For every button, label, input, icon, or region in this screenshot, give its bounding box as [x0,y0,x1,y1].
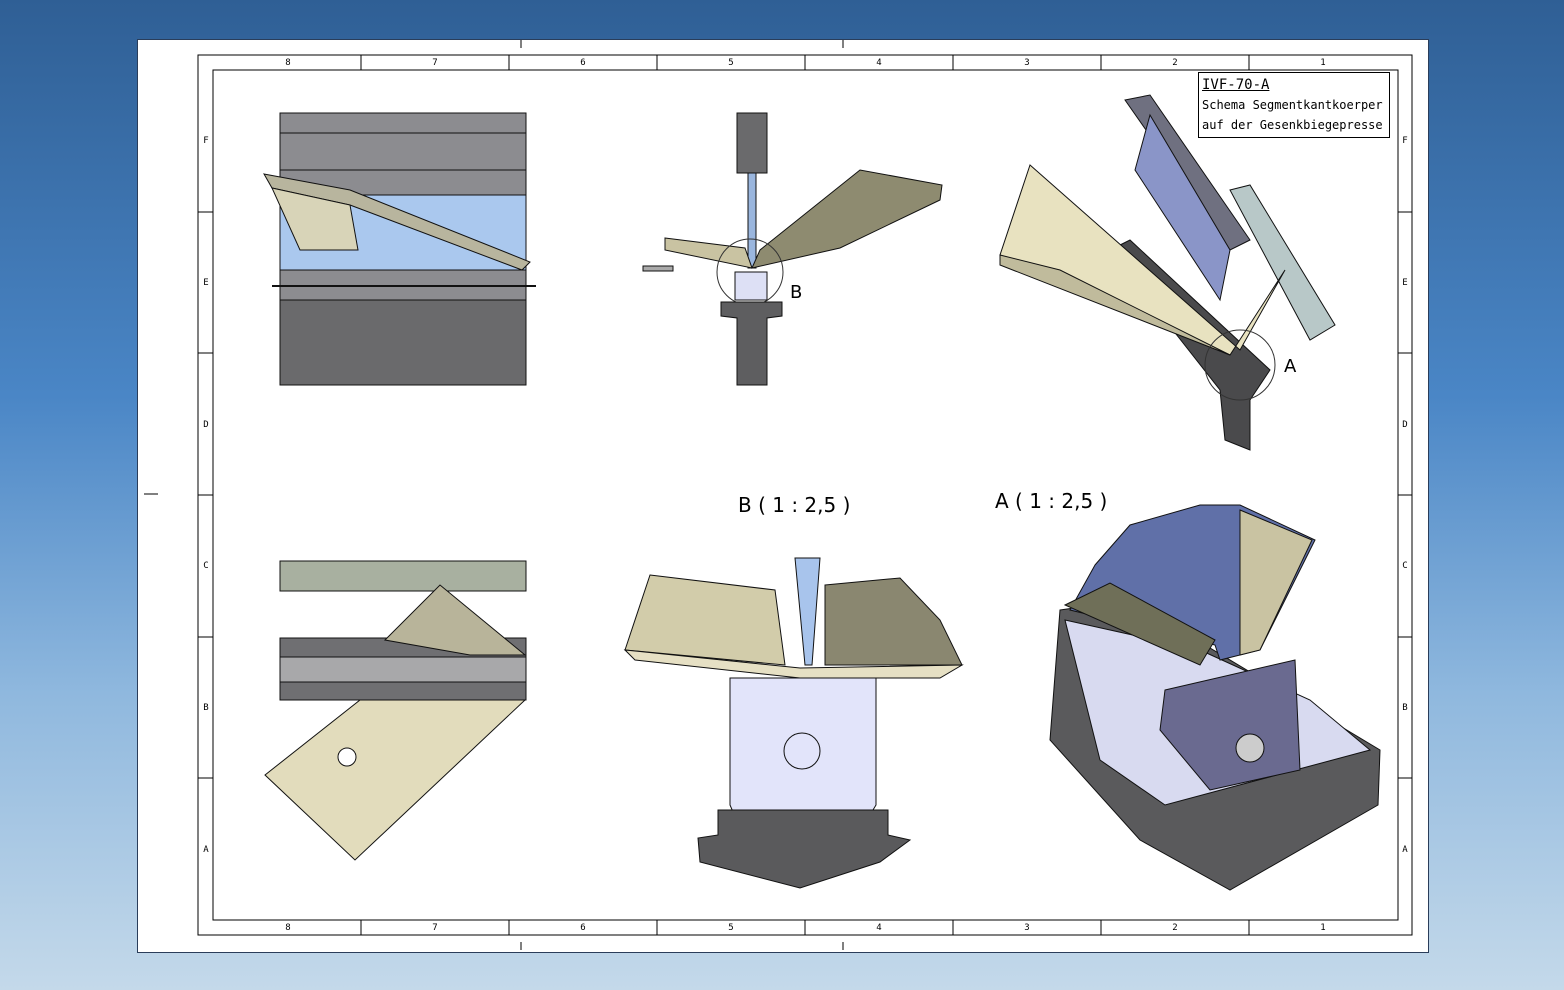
row-label: A [203,845,209,855]
title-line-1: Schema Segmentkantkoerper [1202,98,1383,112]
column-label: 8 [285,58,291,68]
top-view-press [264,560,527,861]
column-label: 6 [580,923,586,933]
row-label: D [203,420,209,430]
row-label: D [1402,420,1408,430]
row-label: C [203,561,209,571]
row-label: F [203,136,209,146]
column-label: 6 [580,58,586,68]
row-label: B [1402,703,1408,713]
detail-b-marker: B [790,282,803,303]
detail-b-view [623,557,964,889]
column-label: 1 [1320,58,1326,68]
column-label: 3 [1024,923,1030,933]
side-view-press [642,112,943,386]
title-line-2: auf der Gesenkbiegepresse [1202,118,1383,132]
column-label: 5 [728,58,734,68]
detail-b-title: B ( 1 : 2,5 ) [738,493,851,517]
detail-a-title: A ( 1 : 2,5 ) [995,489,1108,513]
drawing-number: IVF-70-A [1202,77,1270,93]
row-label: E [203,278,209,288]
row-label: F [1402,136,1408,146]
column-label: 7 [432,58,438,68]
row-label: E [1402,278,1408,288]
column-label: 5 [728,923,734,933]
detail-a-marker: A [1284,356,1297,377]
title-block: IVF-70-A Schema Segmentkantkoerper auf d… [1198,72,1390,138]
row-label: A [1402,845,1408,855]
column-label: 1 [1320,923,1326,933]
row-label: B [203,703,209,713]
column-label: 2 [1172,923,1178,933]
column-label: 8 [285,923,291,933]
column-label: 7 [432,923,438,933]
column-label: 4 [876,58,882,68]
column-label: 4 [876,923,882,933]
column-label: 3 [1024,58,1030,68]
isometric-view-press [999,94,1336,451]
row-label: C [1402,561,1408,571]
detail-a-view [1049,504,1381,891]
front-view-press [263,112,536,386]
column-label: 2 [1172,58,1178,68]
